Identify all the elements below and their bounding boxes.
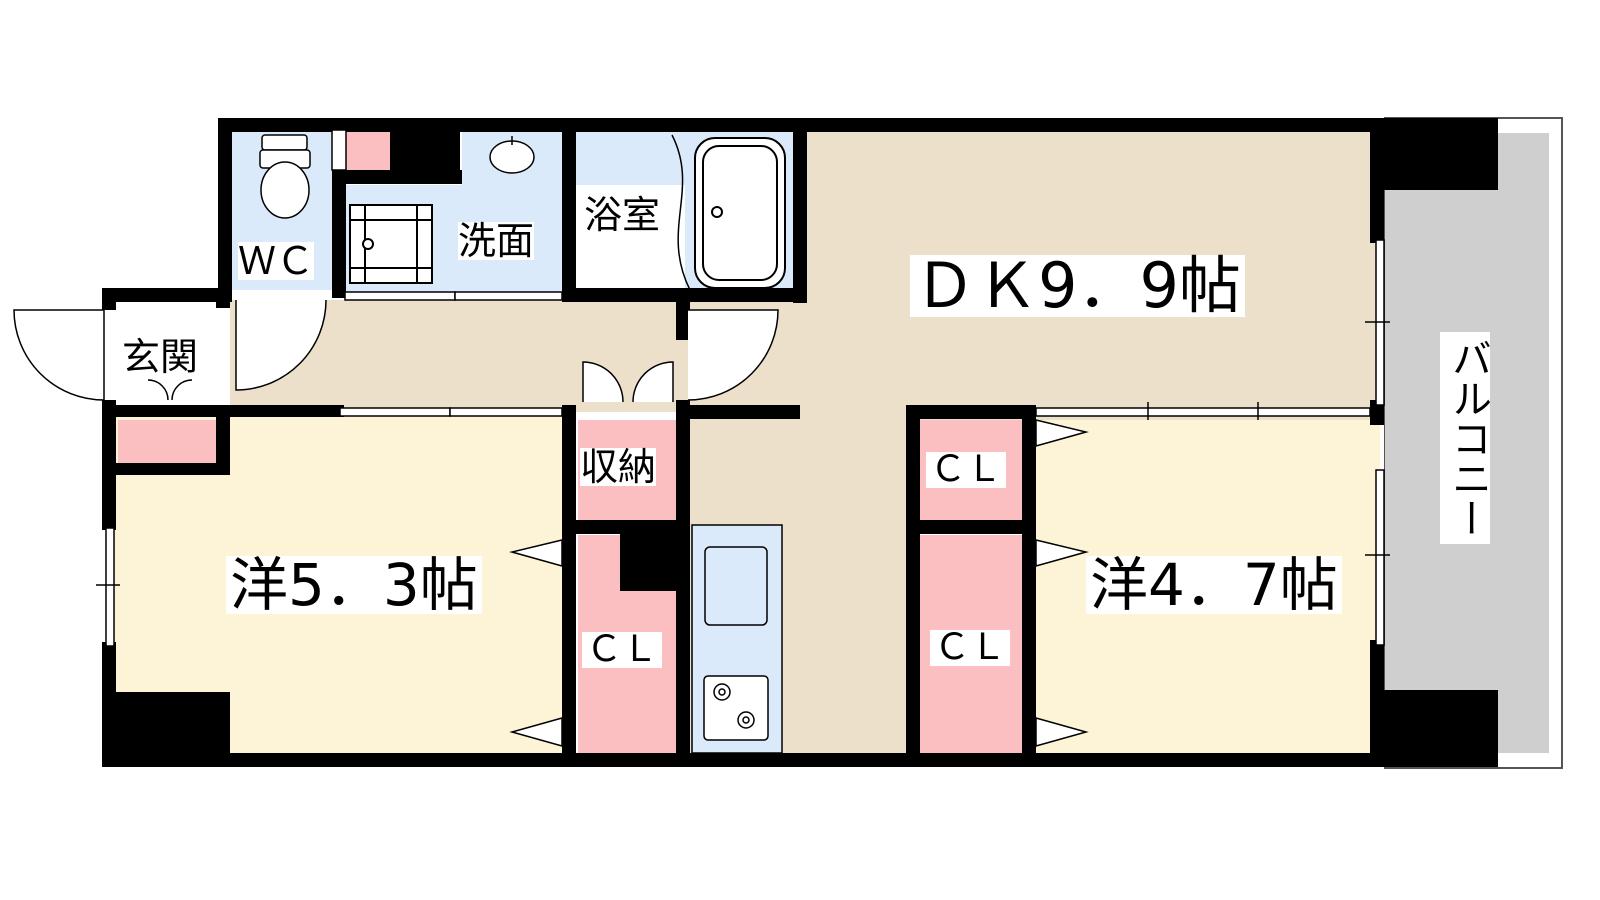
storage-door-right	[632, 361, 674, 403]
walls	[102, 118, 1498, 767]
shoe-box	[118, 420, 218, 465]
closet3-label: ＣＬ	[930, 630, 1011, 666]
balcony	[1384, 117, 1563, 769]
closet-door-markers	[509, 419, 1089, 747]
closet2-label: ＣＬ	[926, 452, 1007, 488]
entrance-door	[13, 309, 105, 401]
sink-icon	[489, 136, 535, 174]
entrance-label: 玄関	[122, 335, 199, 379]
entrance-inner-door-l	[147, 379, 169, 401]
wc-label: ＷＣ	[238, 239, 315, 283]
stove-icon	[703, 675, 769, 741]
bathroom-label: 浴室	[584, 193, 661, 237]
washing-machine-icon	[349, 204, 433, 284]
room1-label: 洋5．3帖	[226, 556, 482, 614]
wc-door	[235, 299, 327, 391]
storage-label: 収納	[580, 445, 657, 489]
bathtub-icon	[694, 137, 786, 289]
closet1-label: ＣＬ	[582, 632, 663, 668]
pink-small	[345, 130, 390, 175]
storage-door-left	[582, 361, 624, 403]
dk-door	[687, 309, 779, 401]
toilet-icon	[259, 134, 311, 219]
kitchen-sink-icon	[704, 546, 768, 626]
washroom-label: 洗面	[458, 219, 535, 263]
doors	[13, 134, 779, 403]
room2-label: 洋4．7帖	[1086, 556, 1342, 614]
balcony-label: バルコニー	[1440, 332, 1491, 544]
bath-door	[671, 134, 691, 291]
entrance-inner-door-r	[171, 379, 193, 401]
windows	[96, 129, 1390, 647]
dk-label: ＤＫ9．9帖	[910, 255, 1245, 317]
